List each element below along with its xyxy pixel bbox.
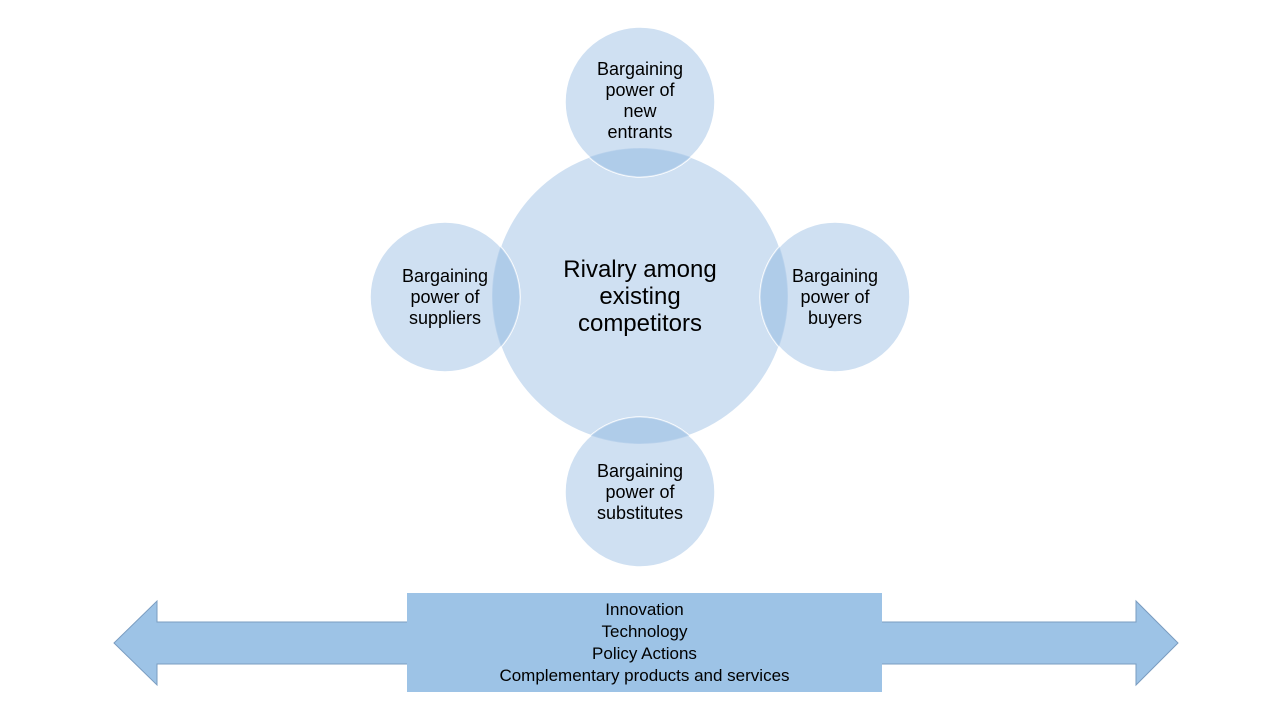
force-buyers-line-1: Bargaining [791,265,879,286]
force-substitutes-line-1: Bargaining [596,460,684,481]
venn-circles [369,26,911,568]
factors-list: Innovation Technology Policy Actions Com… [407,597,882,689]
force-buyers-line-3: buyers [807,307,863,328]
force-new-entrants-line-4: entrants [607,122,673,142]
force-substitutes-label: Bargaining power of substitutes [575,457,705,527]
force-substitutes-line-2: power of [605,481,675,502]
factors-box [407,593,882,692]
factor-innovation: Innovation [605,600,684,619]
force-substitutes-line-3: substitutes [596,502,684,523]
factor-policy-actions: Policy Actions [592,644,697,663]
factor-complementary: Complementary products and services [499,666,790,685]
force-buyers-label: Bargaining power of buyers [770,262,900,332]
force-new-entrants-line-2: power of [605,80,675,100]
force-suppliers-line-3: suppliers [408,307,482,328]
force-suppliers-line-1: Bargaining [401,265,489,286]
force-new-entrants-label: Bargaining power of new entrants [575,55,705,147]
center-line-2: existing [599,282,681,310]
force-suppliers-line-2: power of [410,286,480,307]
force-new-entrants-line-3: new [623,101,657,121]
center-line-3: competitors [577,309,703,337]
factor-technology: Technology [601,622,688,641]
center-label: Rivalry among existing competitors [530,246,750,346]
force-new-entrants-line-1: Bargaining [596,59,684,79]
force-buyers-line-2: power of [800,286,870,307]
force-suppliers-label: Bargaining power of suppliers [380,262,510,332]
center-line-1: Rivalry among [563,255,717,283]
